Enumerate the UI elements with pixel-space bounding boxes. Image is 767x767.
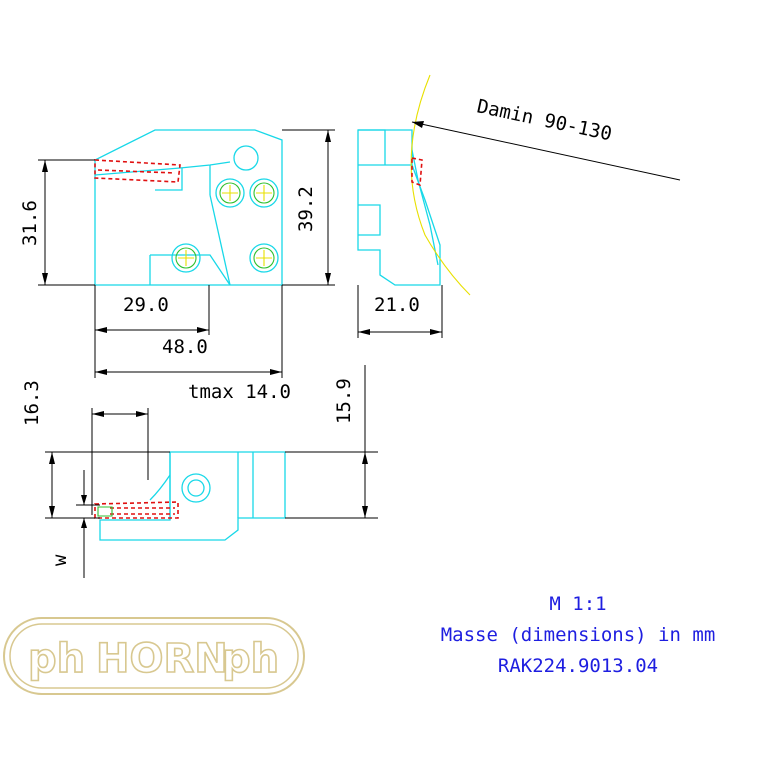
screw-hole [249, 178, 279, 208]
logo-mark-left: ph [28, 636, 85, 682]
damin-label: Damin 90-130 [475, 95, 614, 145]
top-view-outline [99, 451, 286, 541]
dim-w: w [49, 554, 71, 566]
dim-16-3: 16.3 [21, 380, 43, 426]
logo-mark-right: ph [222, 636, 279, 682]
top-dimensions: 31.6 39.2 29.0 48.0 21.0 [19, 129, 443, 378]
top-view [94, 451, 286, 541]
dim-15-9: 15.9 [333, 378, 355, 424]
insert-outline [94, 159, 181, 183]
units-label: Masse (dimensions) in mm [441, 624, 716, 646]
dim-21-0: 21.0 [374, 294, 420, 316]
dim-48-0: 48.0 [162, 336, 208, 358]
bottom-dimensions: tmax 14.0 16.3 15.9 w [21, 365, 378, 578]
part-number: RAK224.9013.04 [498, 655, 658, 677]
side-view-outline [357, 129, 441, 286]
insert-top [94, 501, 179, 519]
front-view [94, 129, 283, 286]
damin-callout: Damin 90-130 [411, 95, 681, 181]
screw-hole [171, 243, 201, 273]
horn-logo: ph HORN ph [3, 617, 305, 695]
clamp-hole [233, 145, 259, 171]
front-view-outline [94, 129, 283, 286]
dim-31-6: 31.6 [19, 200, 41, 246]
info-block: M 1:1 Masse (dimensions) in mm RAK224.90… [441, 593, 716, 677]
screw-hole [249, 243, 279, 273]
dim-tmax: tmax 14.0 [188, 381, 291, 403]
logo-text: HORN [96, 636, 228, 682]
workpiece-arc [410, 74, 471, 296]
screw-head [181, 473, 211, 503]
dim-39-2: 39.2 [295, 186, 317, 232]
scale-label: M 1:1 [549, 593, 606, 615]
side-view [357, 74, 471, 296]
screw-hole [215, 178, 245, 208]
dim-29-0: 29.0 [123, 294, 169, 316]
